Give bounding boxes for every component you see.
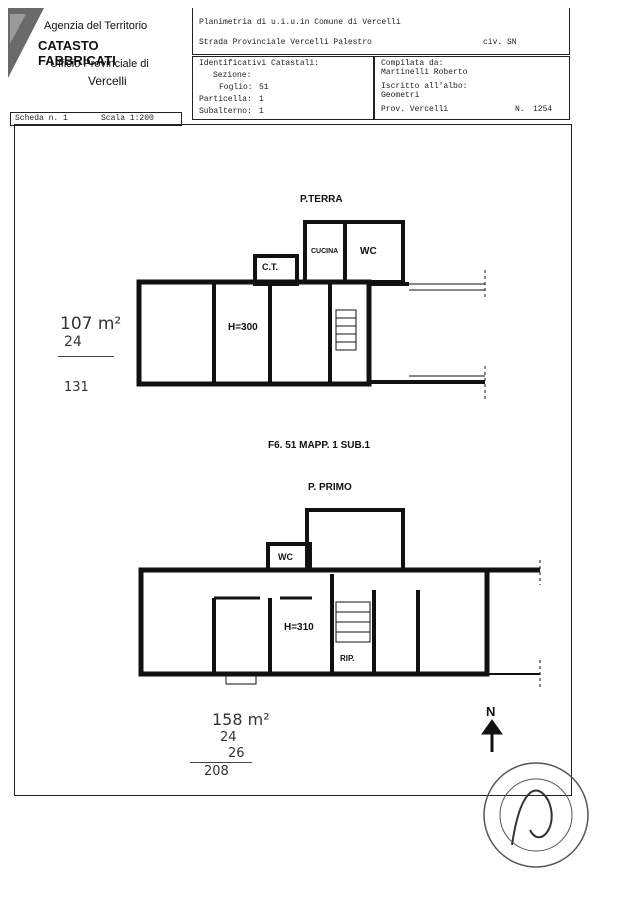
compilata-label: Compilata da: bbox=[381, 59, 444, 68]
ident-label: Identificativi Catastali: bbox=[199, 59, 320, 68]
agency-logo: Agenzia del Territorio CATASTO FABBRICAT… bbox=[8, 8, 176, 98]
sezione-label: Sezione: bbox=[213, 71, 252, 80]
foglio-label: Foglio: bbox=[219, 83, 253, 92]
scala-label: Scala 1:200 bbox=[101, 114, 154, 123]
numero-label: N. bbox=[515, 105, 525, 114]
first-area-note: 158 m² bbox=[212, 710, 270, 729]
first-sub1-note: 24 bbox=[220, 730, 237, 745]
first-note-line bbox=[190, 762, 252, 763]
compiler-box: Compilata da: Martinelli Roberto Iscritt… bbox=[374, 56, 570, 120]
iscritto-value: Geometri bbox=[381, 91, 420, 100]
foglio-value: 51 bbox=[259, 83, 269, 92]
particella-label: Particella: bbox=[199, 95, 252, 104]
middle-reference: F6. 51 MAPP. 1 SUB.1 bbox=[268, 440, 371, 451]
civic-number: civ. SN bbox=[483, 38, 517, 47]
ground-total-note: 131 bbox=[64, 380, 89, 395]
numero-value: 1254 bbox=[533, 105, 553, 114]
first-total-note: 208 bbox=[204, 764, 229, 779]
office-city: Vercelli bbox=[88, 74, 127, 88]
iscritto-label: Iscritto all'albo: bbox=[381, 82, 468, 91]
ground-area-note: 107 m² bbox=[60, 314, 122, 334]
rip-label: RIP. bbox=[340, 654, 355, 663]
ground-floor-title: P.TERRA bbox=[300, 194, 343, 205]
plan-info-box: Planimetria di u.i.u.in Comune di Vercel… bbox=[192, 8, 570, 55]
ground-height-label: H=300 bbox=[228, 322, 258, 333]
first-floor-plan bbox=[138, 508, 541, 690]
subalterno-value: 1 bbox=[259, 107, 264, 116]
ground-floor-plan bbox=[136, 220, 486, 400]
compiler-name: Martinelli Roberto bbox=[381, 68, 468, 77]
identifiers-box: Identificativi Catastali: Sezione: Fogli… bbox=[192, 56, 374, 120]
plan-frame bbox=[14, 124, 572, 796]
subalterno-label: Subalterno: bbox=[199, 107, 252, 116]
surveyors-seal-icon bbox=[483, 762, 589, 868]
address: Strada Provinciale Vercelli Palestro bbox=[199, 38, 372, 47]
cucina-room-label: CUCINA bbox=[311, 248, 339, 255]
north-arrow-icon bbox=[481, 719, 503, 752]
ufficio-label: Ufficio Provinciale di bbox=[50, 58, 149, 70]
plan-title: Planimetria di u.i.u.in Comune di Vercel… bbox=[199, 18, 401, 27]
scheda-box: Scheda n. 1 Scala 1:200 bbox=[10, 112, 182, 126]
first-sub2-note: 26 bbox=[228, 746, 245, 761]
ground-note-line bbox=[58, 356, 114, 357]
agency-name: Agenzia del Territorio bbox=[44, 20, 148, 32]
catasto-title: CATASTO FABBRICATI bbox=[38, 38, 116, 68]
first-height-label: H=310 bbox=[284, 622, 314, 633]
agency-emblem-icon bbox=[8, 8, 44, 78]
wc-ground-label: WC bbox=[360, 246, 377, 257]
north-label: N bbox=[486, 704, 496, 719]
ct-room-label: C.T. bbox=[262, 262, 279, 272]
province-label: Prov. Vercelli bbox=[381, 105, 449, 114]
ground-sub-note: 24 bbox=[64, 334, 82, 350]
particella-value: 1 bbox=[259, 95, 264, 104]
first-floor-title: P. PRIMO bbox=[308, 482, 352, 493]
scheda-label: Scheda n. 1 bbox=[15, 114, 68, 123]
wc-first-label: WC bbox=[278, 552, 293, 562]
